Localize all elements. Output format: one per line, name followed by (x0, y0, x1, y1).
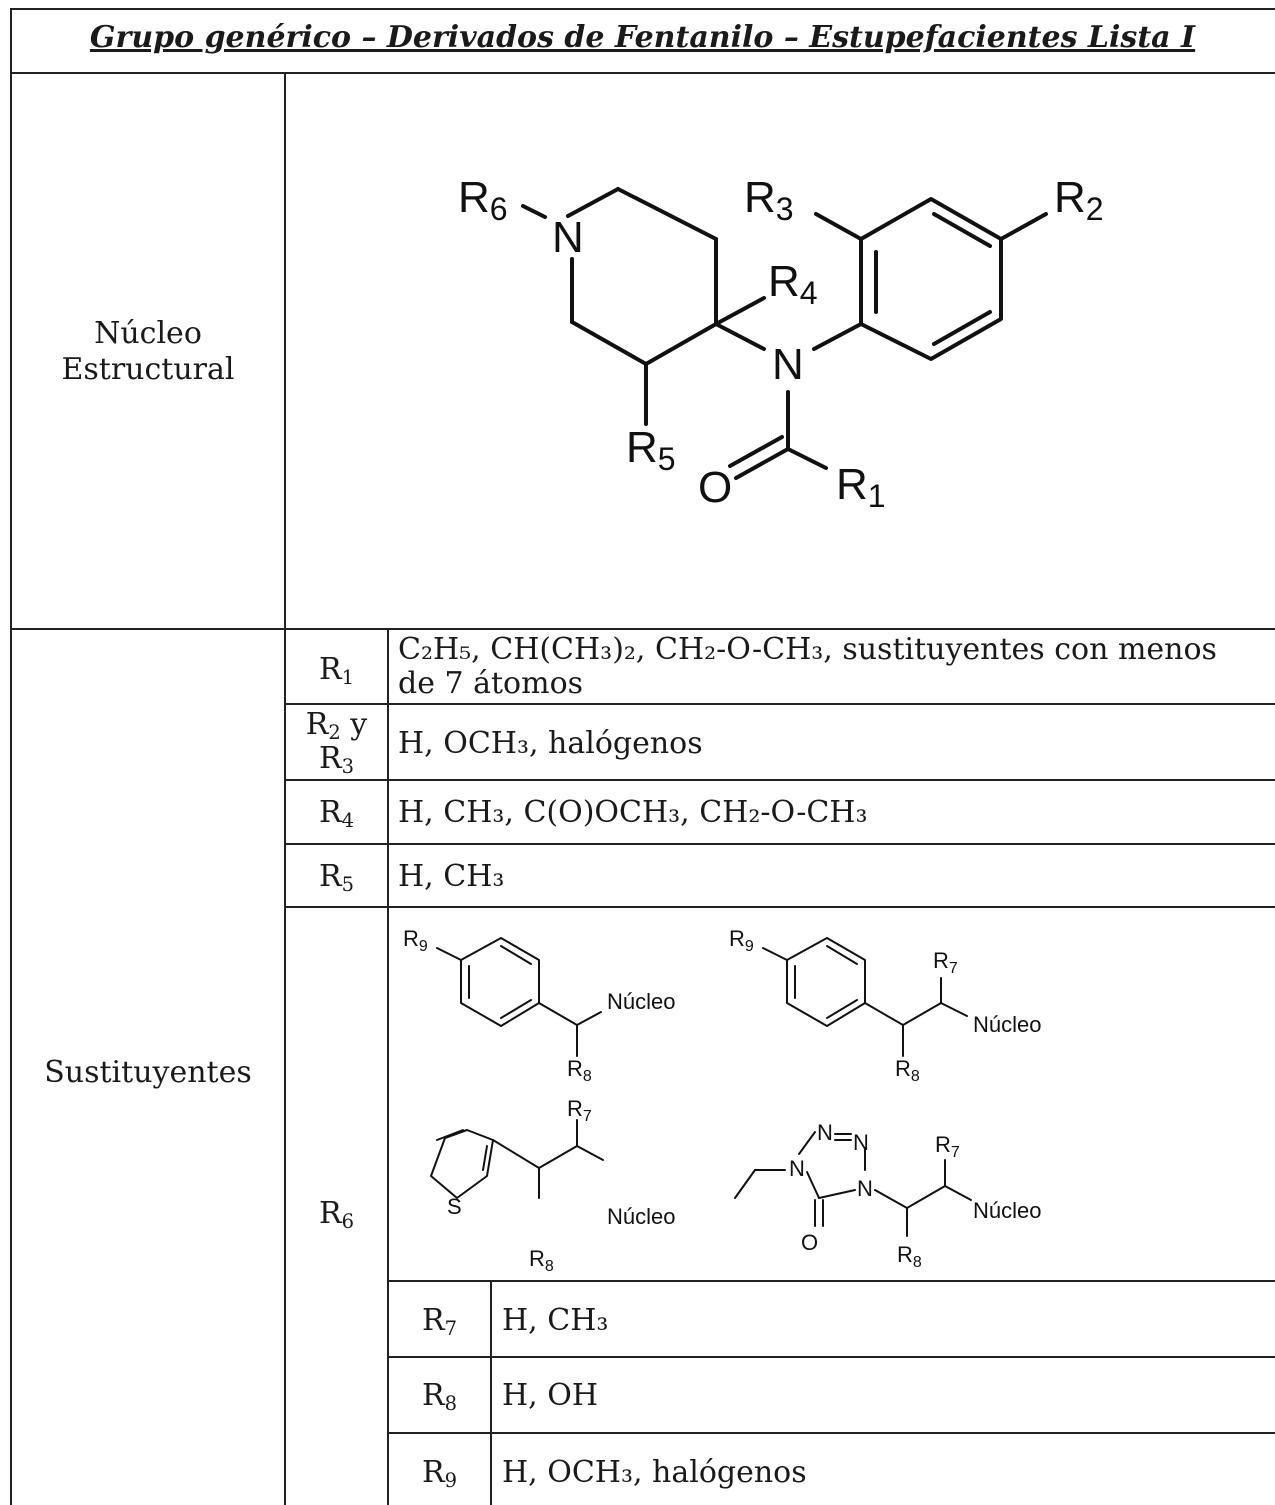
r2-label: R2 (1054, 173, 1104, 227)
r9-value: H, OCH₃, halógenos (502, 1455, 807, 1490)
row-divider-r4 (284, 843, 1275, 845)
s4-oxygen-label: O (801, 1230, 818, 1255)
r1-value: C₂H₅, CH(CH₃)₂, CH₂-O-CH₃, sustituyentes… (398, 632, 1217, 701)
nucleo-label: Núcleo Estructural (61, 316, 235, 387)
r7-value: H, CH₃ (502, 1303, 609, 1338)
amide-n-label: N (772, 340, 804, 389)
phenethyl-structure (762, 937, 968, 1057)
r6-structures: R9 Núcleo R8 R9 R7 Núcleo R8 S R7 Núcleo… (403, 926, 1041, 1275)
s3-r7-label: R7 (567, 1096, 592, 1125)
s2-r7-label: R7 (933, 948, 958, 977)
row-divider-r1 (284, 703, 1275, 705)
r8-key: R8 (421, 1378, 457, 1415)
r4-key: R4 (318, 795, 354, 832)
r5-key: R5 (318, 859, 354, 896)
r6-label: R6 (458, 173, 508, 227)
benzyl-structure (436, 937, 602, 1057)
s3-sulfur-label: S (447, 1194, 462, 1219)
r2-r3-value: H, OCH₃, halógenos (398, 726, 703, 761)
r3-label: R3 (744, 173, 794, 227)
piperidine-n-label: N (552, 213, 584, 262)
s4-r7-label: R7 (935, 1132, 960, 1161)
table-border-top (10, 8, 1275, 10)
s4-r8-label: R8 (897, 1242, 922, 1271)
table-title: Grupo genérico – Derivados de Fentanilo … (89, 20, 1196, 55)
nucleo-divider (10, 628, 1275, 630)
oxygen-label: O (698, 463, 732, 512)
col-divider-3 (490, 1280, 492, 1505)
r5-label: R5 (626, 423, 676, 477)
thiophene-structure (430, 1119, 604, 1199)
s1-nucleo-label: Núcleo (607, 989, 675, 1014)
s3-r8-label: R8 (529, 1246, 554, 1275)
fentanyl-core-structure: R6 N R3 R2 R4 N R5 O R1 (458, 173, 1104, 514)
title-divider (10, 72, 1275, 74)
r4-label: R4 (768, 257, 818, 311)
r1-key: R1 (318, 652, 354, 689)
r6-key: R6 (318, 1196, 354, 1233)
sustituyentes-label: Sustituyentes (44, 1055, 252, 1090)
col-divider-2 (387, 628, 389, 1505)
s2-nucleo-label: Núcleo (973, 1012, 1041, 1037)
row-divider-r5 (284, 906, 1275, 908)
s1-r9-label: R9 (403, 926, 428, 955)
s4-n1-label: N (789, 1156, 805, 1181)
r9-key: R9 (421, 1455, 457, 1492)
r2-r3-key: R2 y R3 (305, 707, 368, 778)
r4-value: H, CH₃, C(O)OCH₃, CH₂-O-CH₃ (398, 795, 868, 830)
s4-n2-label: N (817, 1120, 833, 1145)
row-divider-r7 (387, 1356, 1275, 1358)
col-divider-1 (284, 72, 286, 1505)
r8-value: H, OH (502, 1378, 598, 1413)
row-divider-r8 (387, 1432, 1275, 1434)
table-border-left (10, 8, 12, 1505)
s3-nucleo-label: Núcleo (607, 1204, 675, 1229)
s4-nucleo-label: Núcleo (973, 1198, 1041, 1223)
row-divider-r23 (284, 779, 1275, 781)
tetrazolinone-structure (734, 1131, 972, 1237)
r5-value: H, CH₃ (398, 859, 505, 894)
s2-r8-label: R8 (895, 1056, 920, 1085)
row-divider-r6-structures (387, 1280, 1275, 1282)
s2-r9-label: R9 (729, 926, 754, 955)
s1-r8-label: R8 (567, 1056, 592, 1085)
r1-label: R1 (836, 460, 886, 514)
s4-n4-label: N (857, 1176, 873, 1201)
r7-key: R7 (421, 1303, 457, 1340)
s4-n3-label: N (853, 1130, 869, 1155)
